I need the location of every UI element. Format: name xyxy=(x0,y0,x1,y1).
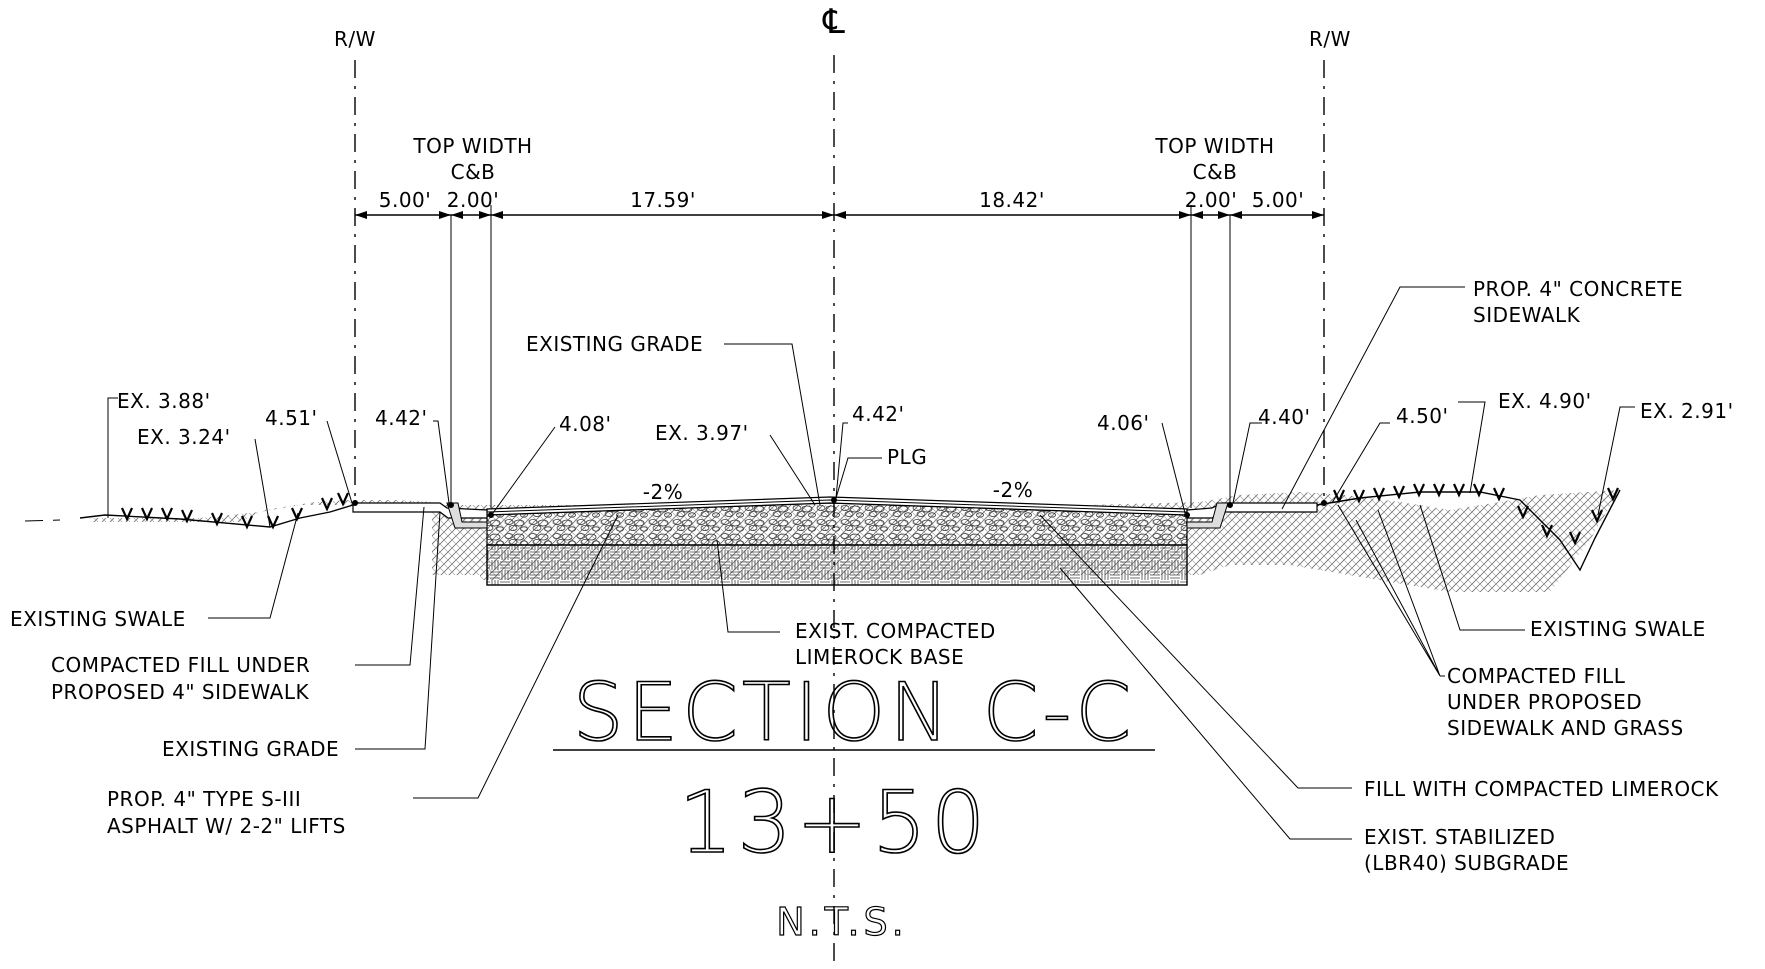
elev-ex-388: EX. 3.88' xyxy=(117,389,211,413)
dimension-witness-lines xyxy=(450,205,1231,508)
centerline-symbol: ℄ xyxy=(822,2,845,42)
dimension-line xyxy=(355,211,1324,219)
callout-asphalt-line2: ASPHALT W/ 2-2" LIFTS xyxy=(107,814,346,838)
elev-ex-397: EX. 3.97' xyxy=(655,421,749,445)
dim-right-cb: 2.00' xyxy=(1185,188,1238,212)
slope-left: -2% xyxy=(643,480,683,504)
elev-406: 4.06' xyxy=(1097,411,1150,435)
callout-asphalt-line1: PROP. 4" TYPE S-III xyxy=(107,787,301,811)
slope-right: -2% xyxy=(993,478,1033,502)
grade-points xyxy=(352,497,1327,518)
top-width-left-line2: C&B xyxy=(451,160,496,184)
callout-prop-sidewalk-line1: PROP. 4" CONCRETE xyxy=(1473,277,1683,301)
rw-right-label: R/W xyxy=(1309,27,1351,51)
elev-451: 4.51' xyxy=(265,406,318,430)
callout-limerock-base-line2: LIMEROCK BASE xyxy=(795,645,964,669)
elev-442-left: 4.42' xyxy=(375,406,428,430)
curbs xyxy=(446,502,1229,529)
callout-subgrade-line1: EXIST. STABILIZED xyxy=(1364,825,1555,849)
leader-lines xyxy=(107,286,1635,840)
top-width-left-line1: TOP WIDTH xyxy=(412,134,532,158)
dim-left-lane: 17.59' xyxy=(630,188,696,212)
callout-fill-sidewalk-line2: PROPOSED 4" SIDEWALK xyxy=(51,680,310,704)
elev-440: 4.40' xyxy=(1258,405,1311,429)
top-width-right-line2: C&B xyxy=(1193,160,1238,184)
callout-existing-grade-bottom: EXISTING GRADE xyxy=(162,737,339,761)
callout-existing-grade-top: EXISTING GRADE xyxy=(526,332,703,356)
elev-450: 4.50' xyxy=(1396,404,1449,428)
rw-left-label: R/W xyxy=(334,27,376,51)
dim-right-lane: 18.42' xyxy=(979,188,1045,212)
elev-408: 4.08' xyxy=(559,412,612,436)
elev-plg: PLG xyxy=(887,445,927,469)
subgrade-layer xyxy=(486,544,1188,586)
dim-left-cb: 2.00' xyxy=(447,188,500,212)
elev-ex-324: EX. 3.24' xyxy=(137,425,231,449)
callout-existing-swale-left: EXISTING SWALE xyxy=(10,607,186,631)
asphalt-layer xyxy=(486,496,1188,516)
dim-right-sidewalk: 5.00' xyxy=(1252,188,1305,212)
callout-prop-sidewalk-line2: SIDEWALK xyxy=(1473,303,1581,327)
callout-fill-right-line3: SIDEWALK AND GRASS xyxy=(1447,716,1684,740)
elev-442-center: 4.42' xyxy=(852,402,905,426)
station-label: 13+50 xyxy=(679,773,990,873)
callout-existing-swale-right: EXISTING SWALE xyxy=(1530,617,1706,641)
elev-ex-490: EX. 4.90' xyxy=(1498,389,1592,413)
callout-fill-right-line2: UNDER PROPOSED xyxy=(1447,690,1642,714)
callout-subgrade-line2: (LBR40) SUBGRADE xyxy=(1364,851,1569,875)
dim-left-sidewalk: 5.00' xyxy=(379,188,432,212)
section-title: SECTION C-C xyxy=(573,666,1135,759)
elev-ex-291: EX. 2.91' xyxy=(1640,399,1734,423)
callout-limerock-base-line1: EXIST. COMPACTED xyxy=(795,619,996,643)
top-width-right-line1: TOP WIDTH xyxy=(1154,134,1274,158)
scale-label: N.T.S. xyxy=(776,900,908,944)
callout-fill-right-line1: COMPACTED FILL xyxy=(1447,664,1626,688)
grass-symbols xyxy=(120,483,1620,546)
callout-fill-limerock: FILL WITH COMPACTED LIMEROCK xyxy=(1364,777,1719,801)
callout-fill-sidewalk-line1: COMPACTED FILL UNDER xyxy=(51,653,310,677)
